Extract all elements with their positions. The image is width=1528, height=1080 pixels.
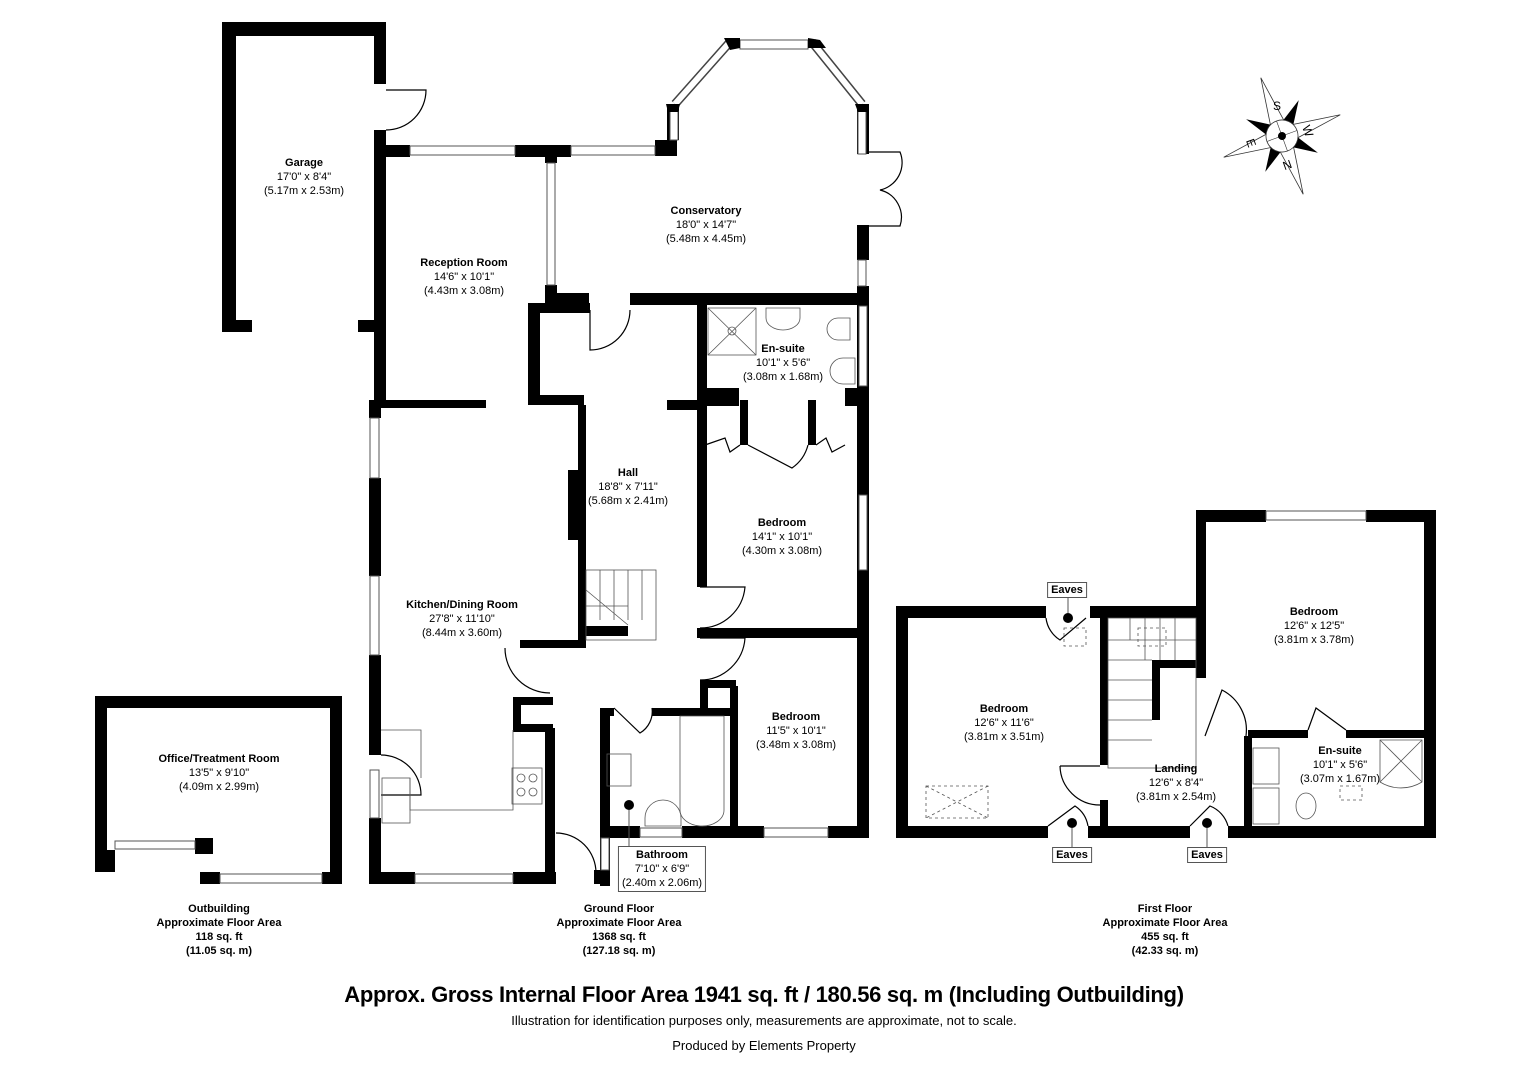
skylights <box>925 627 1363 819</box>
stairs <box>585 569 1197 769</box>
eaves-label-bottom-right: Eaves <box>1187 847 1227 863</box>
compass-rose-icon <box>1223 77 1341 195</box>
gross-area-title: Approx. Gross Internal Floor Area 1941 s… <box>344 982 1184 1007</box>
producer-credit: Produced by Elements Property <box>672 1038 856 1053</box>
eaves-markers <box>624 596 1212 848</box>
fixtures <box>381 307 1423 827</box>
doors <box>380 89 1347 874</box>
windows <box>114 39 1367 884</box>
eaves-label-bottom-left: Eaves <box>1052 847 1092 863</box>
eaves-label-top: Eaves <box>1047 582 1087 598</box>
disclaimer-text: Illustration for identification purposes… <box>511 1013 1017 1028</box>
compass-label-s: S <box>1273 99 1282 113</box>
